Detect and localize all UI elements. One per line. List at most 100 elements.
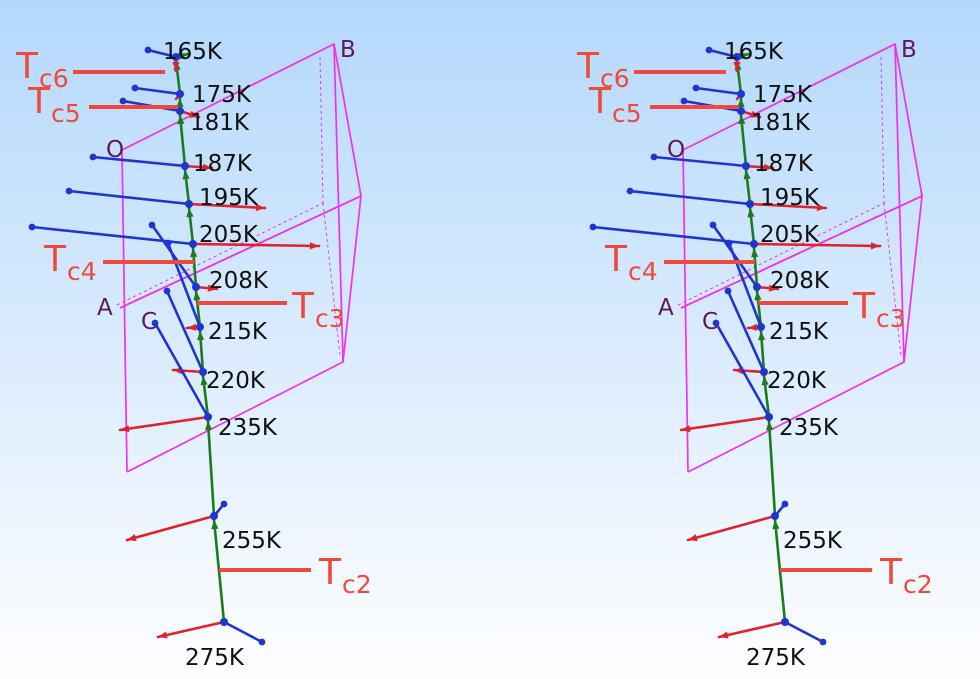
stereo-view-left: 165K175K181K187K195K205K208K215K220K235K… [15, 37, 372, 671]
blue-vector-ball [705, 46, 713, 54]
blue-vector-ball [220, 500, 228, 508]
triad-275k [156, 618, 266, 646]
temp-label-208k: 208K [209, 268, 269, 294]
red-vector [118, 415, 210, 433]
blue-vector [725, 239, 763, 329]
transition-label: T [576, 46, 600, 87]
temp-label-187k: 187K [193, 151, 253, 177]
cell-edge [119, 195, 362, 473]
temp-label-195k: 195K [760, 185, 820, 211]
red-vector-head [763, 163, 773, 171]
blue-vector [151, 319, 210, 419]
triad-node [176, 90, 184, 98]
green-chain-arrow-head [754, 291, 762, 301]
blue-vector-line [67, 189, 191, 206]
red-vector-head [127, 534, 137, 542]
red-vector-shaft [717, 620, 787, 639]
triad-node [199, 368, 207, 376]
green-chain-arrow [204, 419, 216, 518]
red-vector-head [187, 323, 197, 331]
blue-vector-ball [781, 500, 789, 508]
blue-vector-line [133, 86, 182, 96]
temperature-labels: 165K175K181K187K195K205K208K215K220K235K… [724, 39, 843, 671]
blue-vector-line [707, 48, 739, 59]
temp-label-205k: 205K [760, 222, 820, 248]
blue-vector-ball [163, 287, 171, 295]
triad-165k [144, 46, 190, 73]
axis-label-o: O [106, 137, 124, 163]
green-chain-arrow-head [743, 170, 751, 180]
temp-label-181k: 181K [751, 110, 811, 136]
triad-195k [65, 187, 267, 212]
red-vector [125, 514, 216, 542]
red-vector-shaft [118, 415, 210, 432]
blue-vector-ball [589, 223, 597, 231]
transition-label: T [879, 552, 903, 593]
blue-vector-line [628, 189, 752, 206]
triad-187k [89, 153, 214, 171]
temp-label-275k: 275K [185, 645, 245, 671]
cell-edge [682, 149, 689, 473]
cell-edge [333, 43, 344, 363]
axis-label-a: A [658, 295, 674, 321]
red-vector [679, 415, 771, 433]
triad-195k [626, 187, 828, 212]
blue-vector-ball [692, 84, 700, 92]
temp-label-275k: 275K [746, 645, 806, 671]
green-chain-arrow [177, 113, 187, 168]
red-vector [752, 242, 882, 250]
cell-edge [894, 43, 905, 363]
unit-cell [116, 43, 362, 473]
red-vector-head [688, 534, 698, 542]
blue-vector-line [783, 620, 825, 644]
blue-vector [783, 620, 827, 646]
green-chain-arrow-head [177, 115, 185, 125]
blue-vector-ball [89, 153, 97, 161]
temp-label-187k: 187K [754, 151, 814, 177]
red-vector [187, 202, 267, 212]
blue-vector-ball [709, 221, 717, 229]
red-vector-head [748, 323, 758, 331]
cell-edge [121, 149, 128, 473]
triad-165k [705, 46, 751, 73]
green-vector-head [739, 52, 749, 60]
blue-vector-ball [151, 319, 159, 327]
green-chain-arrow [754, 289, 763, 329]
blue-vector-line [91, 155, 187, 168]
triad-255k [686, 500, 789, 542]
blue-vector-line [652, 155, 748, 168]
temp-label-220k: 220K [206, 368, 266, 394]
temp-label-215k: 215K [208, 319, 268, 345]
temp-label-175k: 175K [192, 82, 252, 108]
green-chain-arrow [190, 246, 198, 289]
blue-vector-line [153, 321, 210, 419]
green-chain-arrow-head [772, 520, 780, 530]
blue-vector-ball [680, 97, 688, 105]
triad-node [750, 240, 758, 248]
triad-node [181, 162, 189, 170]
green-chain-arrow-head [176, 98, 184, 107]
red-vector-head [172, 62, 180, 71]
triad-node [210, 512, 218, 520]
triad-235k [679, 319, 773, 433]
green-chain-arrow [751, 246, 759, 289]
triad-node [742, 162, 750, 170]
temp-label-255k: 255K [222, 528, 282, 554]
blue-vector-ball [144, 46, 152, 54]
triad-node [757, 323, 765, 331]
red-vector [744, 163, 775, 171]
blue-vector-ball [819, 638, 827, 646]
cell-edge [680, 195, 923, 473]
triad-215k [164, 239, 204, 331]
green-chain-arrow [197, 329, 205, 374]
transition-subscript: c5 [612, 99, 642, 128]
green-chain-arrow-head [200, 376, 208, 386]
green-chain-arrow-head [182, 170, 190, 180]
transition-label: T [291, 286, 315, 327]
